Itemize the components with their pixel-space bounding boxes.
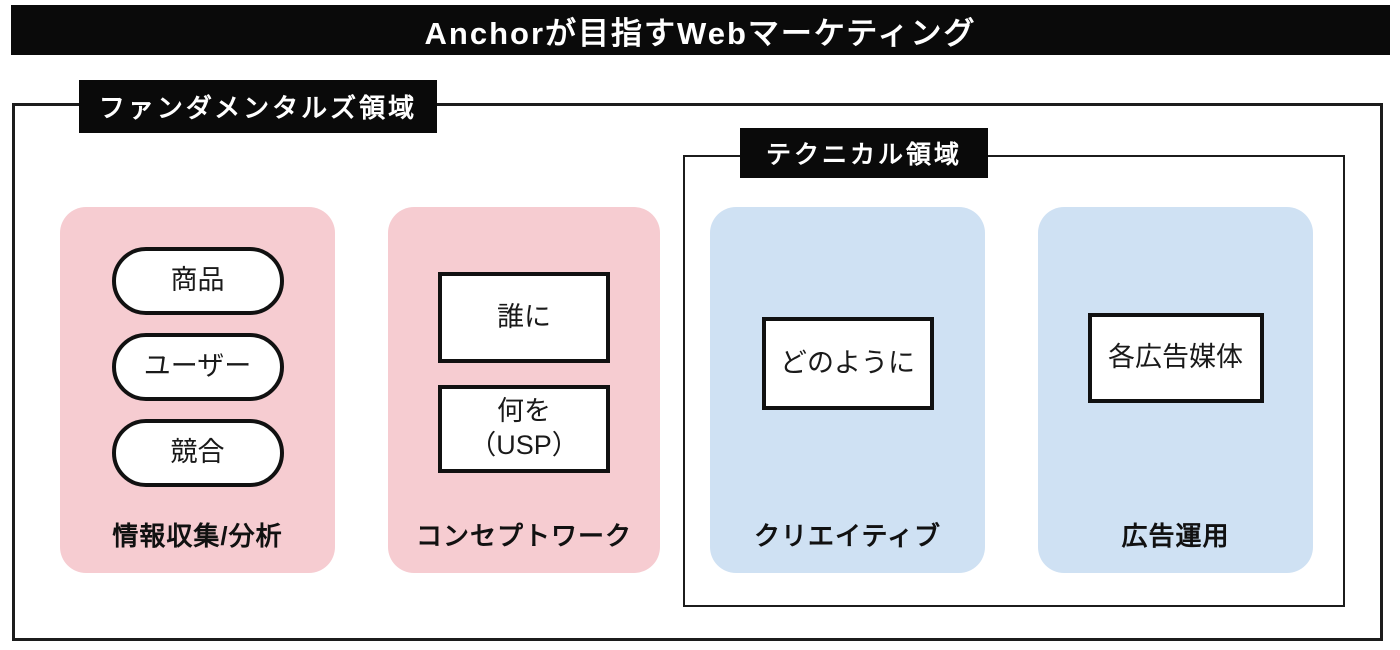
panel-creative: どのように クリエイティブ [710, 207, 985, 573]
ads-node-column: 各広告媒体 [1038, 313, 1313, 403]
node-who-label: 誰に [497, 301, 551, 332]
technical-region-label: テクニカル領域 [740, 128, 988, 178]
node-ad-media: 各広告媒体 [1087, 313, 1264, 403]
node-product-label: 商品 [170, 265, 225, 296]
concept-node-column: 誰に 何を （USP） [388, 272, 660, 473]
node-who: 誰に [438, 272, 610, 363]
panel-info-analysis: 商品 ユーザー 競合 情報収集/分析 [60, 207, 335, 573]
panel-label-creative: クリエイティブ [754, 521, 941, 551]
creative-node-column: どのように [710, 317, 985, 410]
node-what-usp: 何を （USP） [438, 385, 610, 473]
node-what-label-line2: （USP） [469, 430, 579, 460]
node-user-label: ユーザー [143, 351, 252, 382]
diagram-title: Anchorが目指すWebマーケティング [11, 5, 1390, 55]
fundamentals-region-label: ファンダメンタルズ領域 [79, 80, 437, 133]
node-product: 商品 [111, 247, 284, 315]
node-ad-media-label: 各広告媒体 [1108, 342, 1243, 373]
panel-concept-work: 誰に 何を （USP） コンセプトワーク [388, 207, 660, 573]
node-how-label: どのように [780, 347, 915, 378]
node-what-label-line1: 何を [497, 396, 551, 427]
node-competitor: 競合 [111, 419, 284, 487]
node-how: どのように [761, 317, 934, 410]
node-competitor-label: 競合 [170, 437, 225, 468]
info-node-column: 商品 ユーザー 競合 [60, 247, 335, 487]
panel-ad-operation: 各広告媒体 広告運用 [1038, 207, 1313, 573]
panel-label-ad-operation: 広告運用 [1121, 521, 1230, 551]
panel-label-info-analysis: 情報収集/分析 [112, 521, 283, 551]
node-user: ユーザー [111, 333, 284, 401]
panel-label-concept-work: コンセプトワーク [415, 521, 632, 551]
